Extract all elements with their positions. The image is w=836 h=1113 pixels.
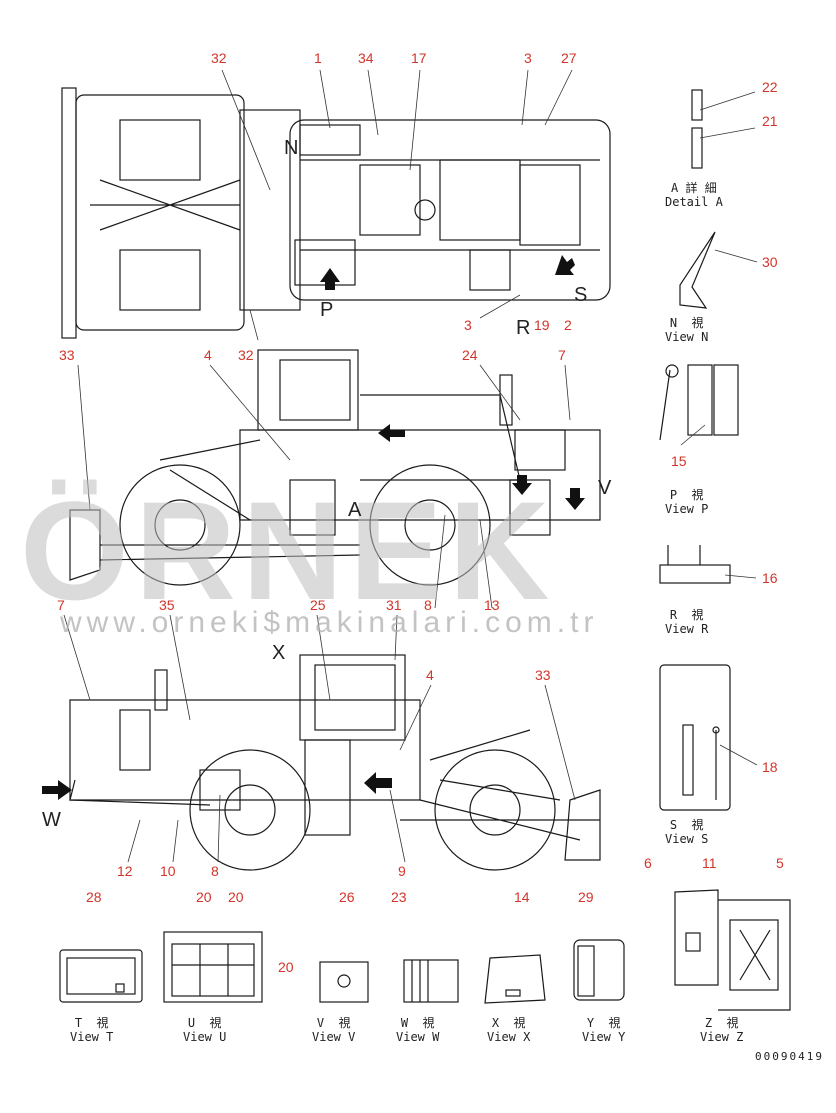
view-letter-w: W — [42, 809, 61, 831]
view-label-y: Y 視 View Y — [582, 1016, 626, 1044]
callout-20: 20 — [278, 959, 294, 975]
callout-4: 4 — [426, 667, 434, 683]
view-label-z: Z 視 View Z — [700, 1016, 744, 1044]
side-view-right — [69, 654, 601, 871]
callout-10: 10 — [160, 863, 176, 879]
arrow-z — [512, 475, 532, 495]
callout-3: 3 — [524, 50, 532, 66]
callout-20: 20 — [228, 889, 244, 905]
view-label-t: T 視 View T — [70, 1016, 114, 1044]
view-label-w: W 視 View W — [396, 1016, 440, 1044]
callout-11: 11 — [702, 855, 717, 871]
detail-a-drawing — [691, 89, 703, 169]
callout-9: 9 — [398, 863, 406, 879]
callout-5: 5 — [776, 855, 784, 871]
callout-12: 12 — [117, 863, 133, 879]
view-letter-r: R — [516, 317, 531, 339]
callout-20: 20 — [196, 889, 212, 905]
callout-16: 16 — [762, 570, 778, 586]
callout-23: 23 — [391, 889, 407, 905]
drawing-code: 00090419 — [755, 1050, 824, 1063]
callout-8: 8 — [211, 863, 219, 879]
view-label-u: U 視 View U — [183, 1016, 227, 1044]
view-t-drawing — [59, 949, 143, 1003]
callout-3: 3 — [464, 317, 472, 333]
view-z-drawing — [674, 889, 791, 1011]
callout-14: 14 — [514, 889, 530, 905]
direction-arrows — [42, 255, 585, 800]
callout-30: 30 — [762, 254, 778, 270]
leader-lines — [63, 69, 758, 863]
callout-7: 7 — [558, 347, 566, 363]
callout-13: 13 — [484, 597, 500, 613]
arrow-x — [364, 772, 392, 794]
callout-31: 31 — [386, 597, 402, 613]
callout-27: 27 — [561, 50, 577, 66]
side-view-left — [69, 349, 601, 586]
callout-24: 24 — [462, 347, 478, 363]
view-letter-x: X — [272, 642, 286, 664]
callout-18: 18 — [762, 759, 778, 775]
arrow-a — [378, 424, 405, 442]
callout-2: 2 — [564, 317, 572, 333]
view-letter-v: V — [598, 477, 612, 499]
arrow-w — [42, 780, 72, 800]
callout-33: 33 — [535, 667, 551, 683]
view-label-detail-a: A 詳 細 Detail A — [665, 181, 723, 209]
view-v-drawing — [319, 961, 369, 1003]
callout-1: 1 — [314, 50, 322, 66]
view-letter-n: N — [284, 137, 299, 159]
view-y-drawing — [573, 939, 625, 1001]
callout-21: 21 — [762, 113, 778, 129]
view-letter-a: A — [348, 499, 362, 521]
callout-6: 6 — [644, 855, 652, 871]
arrow-v — [565, 488, 585, 510]
view-letter-p: P — [320, 299, 334, 321]
arrow-s — [555, 255, 575, 275]
callout-22: 22 — [762, 79, 778, 95]
callout-17: 17 — [411, 50, 427, 66]
callout-4: 4 — [204, 347, 212, 363]
top-view-machine — [61, 87, 611, 339]
view-s-drawing — [659, 664, 731, 811]
view-label-r: R 視 View R — [665, 608, 709, 636]
view-w-drawing — [403, 959, 459, 1003]
callout-25: 25 — [310, 597, 326, 613]
watermark-brand: ÖRNEK — [20, 472, 556, 629]
arrow-p — [320, 268, 340, 290]
watermark-url: www.orneki$makinalari.com.tr — [60, 606, 599, 639]
view-label-s: S 視 View S — [665, 818, 709, 846]
view-label-n: N 視 View N — [665, 316, 709, 344]
view-n-drawing — [679, 231, 716, 309]
view-letter-s: S — [574, 284, 588, 306]
callout-15: 15 — [671, 453, 687, 469]
view-u-drawing — [163, 931, 263, 1003]
callout-7: 7 — [57, 597, 65, 613]
view-x-drawing — [484, 954, 546, 1004]
callout-32: 32 — [238, 347, 254, 363]
view-r-drawing — [659, 545, 731, 584]
callout-35: 35 — [159, 597, 175, 613]
callout-8: 8 — [424, 597, 432, 613]
callout-34: 34 — [358, 50, 374, 66]
view-p-drawing — [659, 364, 739, 441]
callout-29: 29 — [578, 889, 594, 905]
callout-19: 19 — [534, 317, 550, 333]
view-label-p: P 視 View P — [665, 488, 709, 516]
callout-26: 26 — [339, 889, 355, 905]
view-label-x: X 視 View X — [487, 1016, 531, 1044]
callout-32: 32 — [211, 50, 227, 66]
callout-28: 28 — [86, 889, 102, 905]
view-label-v: V 視 View V — [312, 1016, 356, 1044]
callout-33: 33 — [59, 347, 75, 363]
